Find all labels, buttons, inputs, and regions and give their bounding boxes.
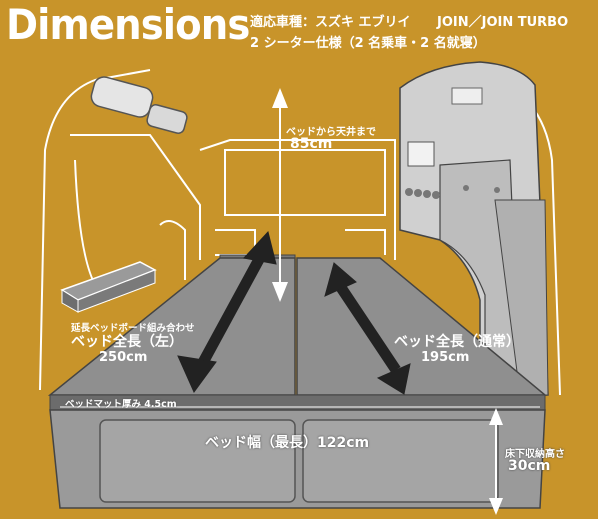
page-title: Dimensions [6,0,250,49]
ceiling-height-arrow [272,88,288,302]
applicable-vehicle-label: 適応車種：スズキ エブリイ [250,15,411,30]
ceiling-height-value: 85cm [290,136,333,152]
extension-board [60,261,157,313]
normal-length-title: ベッド全長（通常） [394,334,520,350]
normal-length-arrow [324,262,411,395]
bed-width-label: ベッド幅（最長）122cm [205,435,370,451]
extension-board-label: 延長ベッドボード組み合わせ [71,323,195,334]
van-body-outline [39,69,561,396]
bed-platform [47,254,548,509]
normal-length-value: 195cm [421,350,470,365]
underfloor-storage-value: 30cm [508,458,551,474]
cabinet [399,61,549,396]
ceiling-height-label: ベッドから天井まで [286,127,376,138]
extended-length-title: ベッド全長（左） [71,334,183,350]
underfloor-storage-label: 床下収納高さ [505,449,565,460]
seating-spec: 2 シーター仕様（2 名乗車・2 名就寝） [250,36,486,51]
extended-length-arrow [177,230,277,393]
underfloor-height-arrow [489,408,503,515]
mat-thickness-label: ベッドマット厚み 4.5cm [65,399,177,410]
headrest [90,76,188,134]
model-names: JOIN／JOIN TURBO [437,15,569,30]
extended-length-value: 250cm [99,350,148,365]
